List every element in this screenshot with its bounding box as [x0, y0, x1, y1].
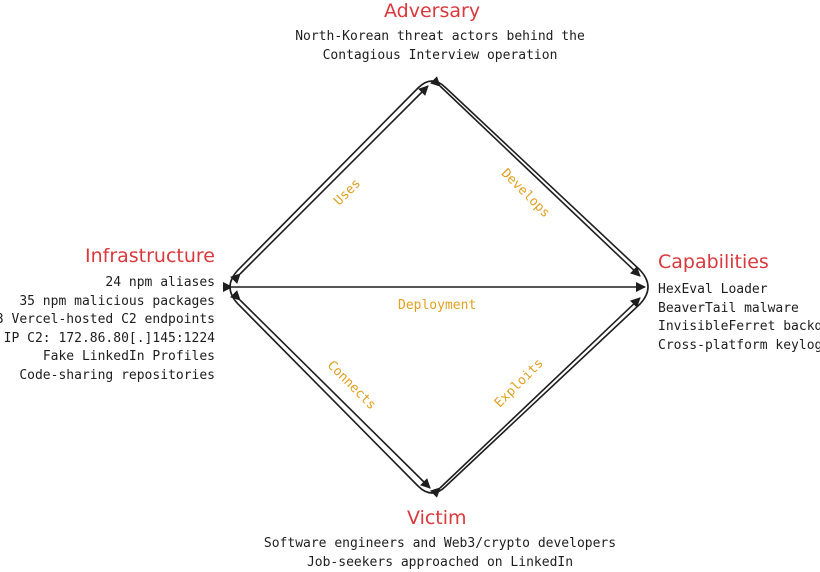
desc-line: Code-sharing repositories [0, 367, 215, 386]
arrow-develops [440, 86, 640, 276]
victim-description: Software engineers and Web3/crypto devel… [200, 535, 680, 572]
capabilities-title: Capabilities [658, 251, 769, 273]
desc-line: Job-seekers approached on LinkedIn [200, 554, 680, 572]
victim-title: Victim [407, 507, 467, 529]
desc-line: 35 npm malicious packages [0, 293, 215, 312]
adversary-description: North-Korean threat actors behind the Co… [240, 28, 640, 65]
desc-line: IP C2: 172.86.80[.]145:1224 [0, 330, 215, 349]
arrow-exploits [440, 298, 640, 488]
capabilities-description: HexEval Loader BeaverTail malware Invisi… [658, 281, 820, 355]
desc-line: InvisibleFerret backdoor [658, 318, 820, 337]
desc-line: BeaverTail malware [658, 300, 820, 319]
desc-line: Cross-platform keylogger [658, 337, 820, 356]
desc-line: HexEval Loader [658, 281, 820, 300]
adversary-title: Adversary [384, 0, 480, 22]
arrow-uses [240, 86, 428, 274]
desc-line: Software engineers and Web3/crypto devel… [200, 535, 680, 554]
desc-line: 24 npm aliases [0, 274, 215, 293]
arrow-connects [240, 300, 430, 488]
desc-line: 3 Vercel-hosted C2 endpoints [0, 311, 215, 330]
edge-label-deployment: Deployment [398, 298, 476, 313]
desc-line: Fake LinkedIn Profiles [0, 348, 215, 367]
infrastructure-title: Infrastructure [85, 245, 215, 267]
desc-line: Contagious Interview operation [240, 47, 640, 66]
infrastructure-description: 24 npm aliases 35 npm malicious packages… [0, 274, 215, 385]
desc-line: North-Korean threat actors behind the [240, 28, 640, 47]
